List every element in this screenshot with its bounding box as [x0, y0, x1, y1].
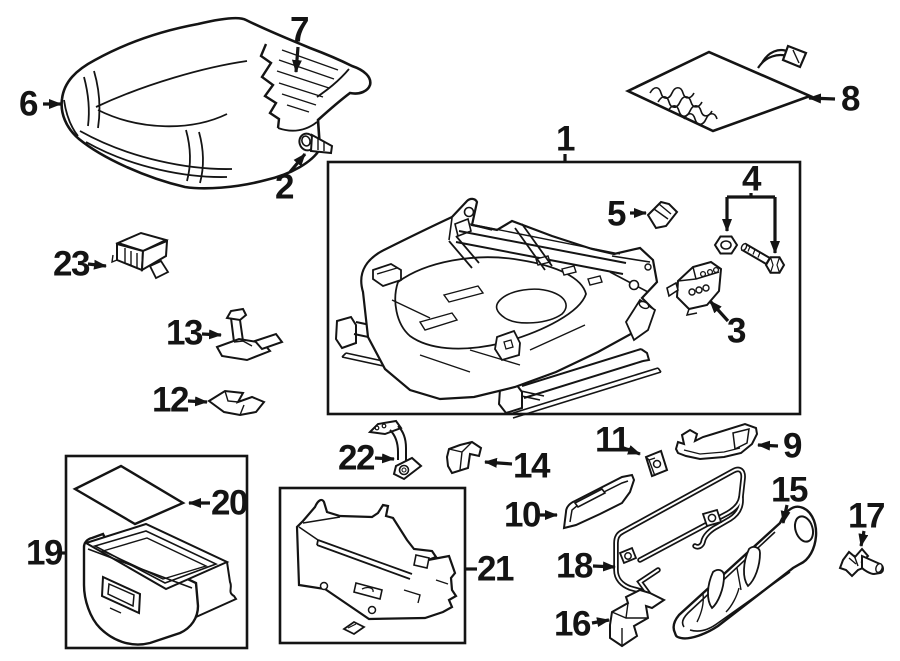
clip-5-drawing [646, 200, 679, 230]
clip-11-drawing [644, 449, 669, 478]
arrow-18 [592, 561, 616, 572]
callout-21[interactable]: 21 [477, 549, 514, 589]
arrow-17 [858, 530, 869, 547]
callout-9[interactable]: 9 [783, 426, 802, 466]
callout-15[interactable]: 15 [771, 470, 808, 510]
callout-14[interactable]: 14 [513, 446, 550, 486]
callout-11[interactable]: 11 [595, 420, 631, 460]
callout-18[interactable]: 18 [556, 546, 593, 586]
cushion-clip-drawing [298, 132, 334, 155]
callout-8[interactable]: 8 [841, 79, 860, 119]
callout-19[interactable]: 19 [26, 533, 63, 573]
callout-1[interactable]: 1 [556, 119, 575, 159]
callout-leaders [43, 46, 869, 628]
arrow-16 [591, 617, 610, 628]
bracket-13-drawing [215, 307, 284, 362]
callout-4[interactable]: 4 [742, 159, 761, 199]
heater-element-wires [649, 86, 718, 126]
callout-10[interactable]: 10 [504, 495, 541, 535]
drawer-19-drawing [82, 522, 238, 646]
arrow-11 [620, 445, 641, 456]
callout-3[interactable]: 3 [727, 311, 746, 351]
leader-4 [727, 193, 775, 199]
arrow-23 [87, 259, 107, 270]
arrow-7 [291, 46, 302, 73]
arrow-9 [757, 440, 779, 451]
handle-trim-9-drawing [674, 422, 759, 461]
clip-12-drawing [207, 389, 266, 417]
seat-cushion-drawing [60, 16, 372, 190]
arrow-22 [374, 453, 395, 464]
bracket-16-drawing [609, 588, 666, 648]
callout-6[interactable]: 6 [19, 84, 38, 124]
mat-20-drawing [72, 464, 186, 526]
arrow-13 [201, 329, 222, 340]
arrow-3 [708, 299, 730, 323]
cushion-pad-hatch [276, 49, 339, 113]
arrow-8 [808, 93, 836, 104]
callout-16[interactable]: 16 [554, 604, 591, 644]
arrow-12 [187, 396, 208, 407]
seat-frame-drawing [334, 197, 662, 419]
callout-23[interactable]: 23 [53, 244, 90, 284]
arrow-2 [288, 152, 307, 174]
callout-2[interactable]: 2 [275, 167, 294, 207]
arrow-15 [780, 504, 791, 524]
callout-13[interactable]: 13 [166, 313, 203, 353]
nut-bolt-drawing [713, 235, 786, 274]
panel-21-drawing [295, 498, 458, 636]
switch-drawing [666, 260, 723, 316]
clip-14-drawing [445, 440, 483, 475]
callout-22[interactable]: 22 [338, 438, 375, 478]
fastener-17-drawing [838, 547, 884, 578]
callout-5[interactable]: 5 [607, 194, 626, 234]
callout-17[interactable]: 17 [848, 496, 885, 536]
callout-20[interactable]: 20 [211, 483, 248, 523]
rod-18-drawing [613, 466, 746, 598]
heater-pad-drawing [624, 44, 814, 133]
trim-10-drawing [562, 473, 636, 530]
arrow-14 [484, 457, 513, 468]
shield-15-drawing [672, 505, 818, 640]
callout-12[interactable]: 12 [152, 380, 189, 420]
module-23-drawing [111, 231, 170, 280]
callout-7[interactable]: 7 [290, 10, 309, 50]
bracket-22-drawing [367, 419, 423, 481]
